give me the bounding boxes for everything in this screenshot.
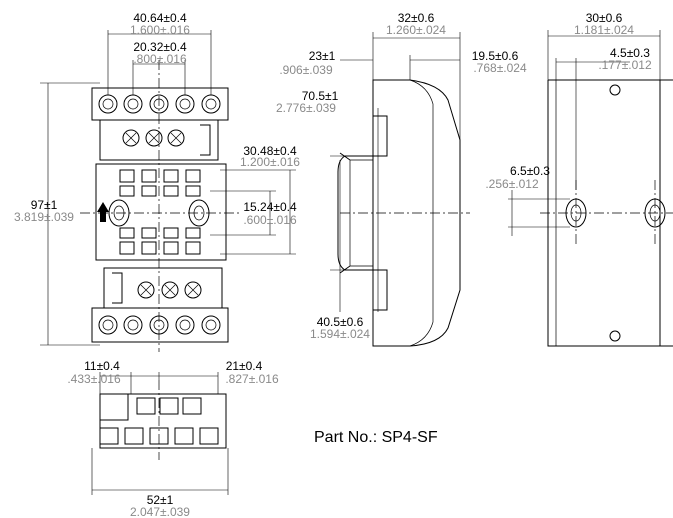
side-left-mm: 23±1 [309, 49, 336, 63]
bottom-right-inch: .827±.016 [225, 372, 279, 386]
row-pitch-mm: 30.48±0.4 [243, 144, 297, 158]
bottom-terminal-block [91, 307, 229, 343]
end-offset-mm: 4.5±0.3 [610, 46, 650, 60]
front-dimensions [40, 30, 296, 346]
bottom-width-mm: 52±1 [147, 493, 174, 507]
height-mm: 97±1 [31, 198, 58, 212]
end-offset-inch: .177±.012 [598, 58, 652, 72]
top-terminal-block [91, 87, 229, 121]
end-view [508, 30, 673, 347]
side-depth-inch: 1.260±.024 [386, 23, 446, 37]
end-view-body [547, 79, 673, 347]
contact-grid [119, 169, 201, 255]
top-width-inch: 1.600±.016 [130, 23, 190, 37]
side-height-inch: 2.776±.039 [276, 101, 336, 115]
height-inch: 3.819±.039 [14, 210, 74, 224]
bottom-left-inch: .433±.016 [67, 372, 121, 386]
side-right-mm: 19.5±0.6 [472, 49, 519, 63]
bottom-view [91, 372, 229, 495]
dimension-labels: 40.64±0.4 1.600±.016 20.32±0.4 .800±.016… [14, 11, 652, 518]
side-view-body [372, 79, 461, 347]
side-left-inch: .906±.039 [279, 63, 333, 77]
bottom-view-body [99, 393, 227, 449]
side-height-mm: 70.5±1 [302, 89, 339, 103]
row-pitch-inch: 1.200±.016 [240, 155, 300, 169]
center-pitch-mm: 15.24±0.4 [243, 200, 297, 214]
center-pitch-inch: .600±.016 [243, 213, 297, 227]
bottom-right-mm: 21±0.4 [226, 359, 263, 373]
end-depth-mm: 30±0.6 [586, 11, 623, 25]
bottom-left-mm: 11±0.4 [84, 359, 120, 373]
part-number-label: Part No.: SP4-SF [314, 429, 438, 446]
hole-dia-inch: .256±.012 [485, 177, 539, 191]
socket-body [95, 163, 227, 261]
top-pitch-mm: 20.32±0.4 [133, 40, 187, 54]
top-terminals [98, 94, 221, 114]
bottom-terminals [98, 315, 221, 335]
bottom-width-inch: 2.047±.039 [130, 505, 190, 518]
side-base-inch: 1.594±.024 [310, 327, 370, 341]
orientation-arrow-icon [97, 202, 109, 222]
side-base-mm: 40.5±0.6 [317, 315, 364, 329]
side-depth-mm: 32±0.6 [398, 11, 435, 25]
side-right-inch: .768±.024 [473, 61, 527, 75]
top-pitch-inch: .800±.016 [133, 52, 187, 66]
front-view [80, 60, 240, 352]
top-width-mm: 40.64±0.4 [133, 11, 187, 25]
end-depth-inch: 1.181±.024 [574, 23, 634, 37]
side-view [330, 32, 470, 347]
hole-dia-mm: 6.5±0.3 [510, 164, 550, 178]
